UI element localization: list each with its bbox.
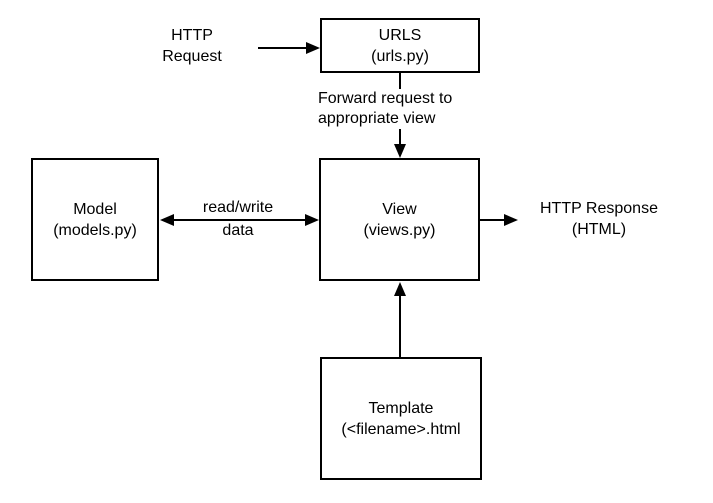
request-to-urls-line [258, 47, 308, 49]
http-response-label-line1: HTTP Response [540, 200, 658, 217]
template-node-title: Template [368, 399, 434, 417]
template-to-view-line [399, 295, 401, 357]
urls-node-title: URLS [378, 26, 422, 44]
http-response-label-line2: (HTML) [571, 221, 627, 238]
http-request-label-line2: Request [162, 48, 222, 65]
model-view-arrowhead-right-icon [305, 214, 319, 226]
request-to-urls-arrowhead-icon [306, 42, 320, 54]
http-request-label-line1: HTTP [171, 27, 213, 44]
read-write-label-line2: data [222, 222, 254, 239]
urls-to-view-arrowhead-icon [394, 144, 406, 158]
http-response-label: HTTP Response (HTML) [529, 198, 669, 240]
model-node-subtitle: (models.py) [53, 221, 137, 239]
forward-request-label-line2: appropriate view [318, 110, 436, 127]
template-node-subtitle: (<filename>.html [341, 420, 461, 438]
urls-node: URLS (urls.py) [320, 18, 480, 73]
view-node: View (views.py) [319, 158, 480, 281]
model-view-line [172, 219, 306, 221]
view-to-response-line [480, 219, 506, 221]
view-to-response-arrowhead-icon [504, 214, 518, 226]
model-view-arrowhead-left-icon [160, 214, 174, 226]
view-node-subtitle: (views.py) [363, 221, 436, 239]
template-to-view-arrowhead-icon [394, 282, 406, 296]
urls-node-subtitle: (urls.py) [371, 47, 429, 65]
template-node: Template (<filename>.html [320, 357, 482, 480]
forward-request-label: Forward request to appropriate view [318, 89, 482, 129]
model-node-title: Model [73, 200, 117, 218]
model-node: Model (models.py) [31, 158, 159, 281]
http-request-label: HTTP Request [146, 25, 238, 67]
read-write-label-line1: read/write [202, 199, 274, 216]
read-write-label: read/write data [193, 198, 283, 241]
view-node-title: View [382, 200, 417, 218]
forward-request-label-line1: Forward request to [318, 90, 453, 107]
